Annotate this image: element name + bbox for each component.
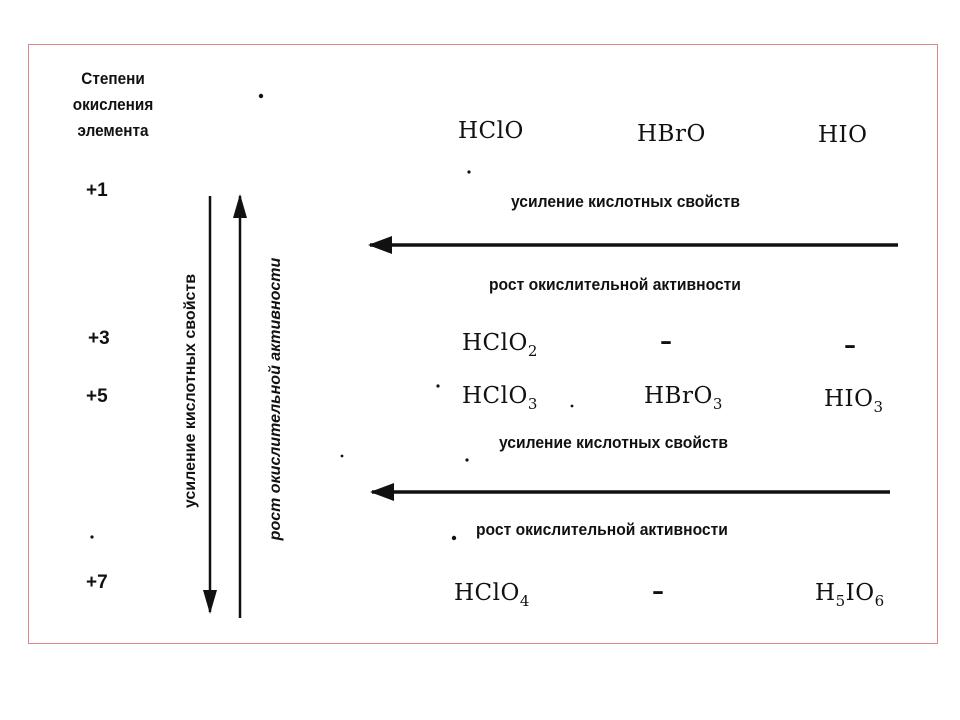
formula-hbro3: HBrO3 (644, 383, 723, 413)
formula-hclo4: HClO4 (454, 580, 530, 610)
state-plus1: +1 (86, 180, 108, 201)
left-arrowhead-1 (368, 236, 392, 254)
oxidation-state-heading: Степени окисления элемента (72, 69, 154, 140)
oxid-increase-label-1: рост окислительной активности (489, 275, 741, 294)
down-arrowhead (203, 590, 217, 614)
acid-increase-label-1: усиление кислотных свойств (511, 192, 740, 211)
formula-hbro: HBrO (637, 121, 706, 147)
state-plus3: +3 (88, 328, 110, 349)
formula-hio: HIO (818, 122, 868, 148)
up-arrowhead (233, 194, 247, 218)
formula-hclo2: HClO2 (462, 330, 538, 360)
dash-hbro2: – (660, 326, 672, 355)
dash-hio2: – (844, 330, 856, 359)
acid-increase-label-2: усиление кислотных свойств (499, 433, 728, 452)
left-arrowhead-2 (370, 483, 394, 501)
formula-hclo3: HClO3 (462, 383, 538, 413)
formula-h5io6: H5IO6 (815, 580, 885, 610)
oxid-increase-label-2: рост окислительной активности (476, 520, 728, 539)
formula-hclo: HClO (458, 118, 524, 144)
state-plus7: +7 (86, 572, 108, 593)
dash-hbro4: – (652, 576, 664, 605)
state-plus5: +5 (86, 386, 108, 407)
formula-hio3: HIO3 (824, 386, 884, 416)
slide-frame (28, 44, 938, 644)
